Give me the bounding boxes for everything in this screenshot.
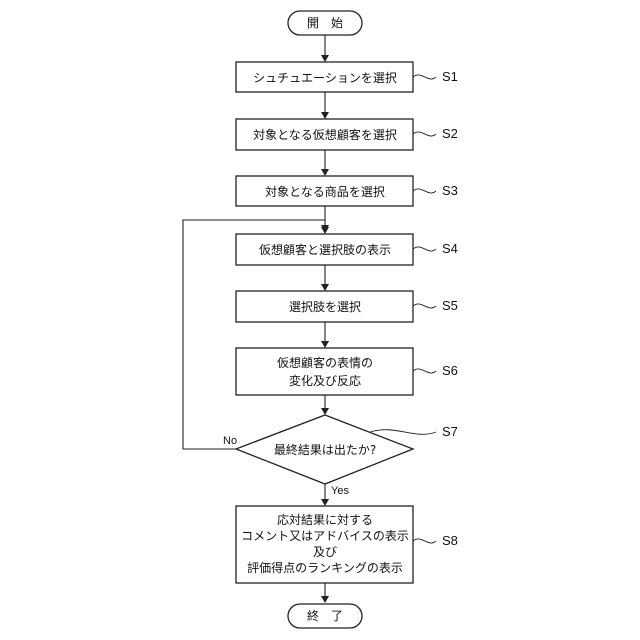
ref-label-s6: S6 [442, 363, 458, 378]
step-s4: 仮想顧客と選択肢の表示 [236, 234, 413, 265]
step-s1-line-1: シュチュエーションを選択 [253, 71, 397, 85]
step-s4-line-1: 仮想顧客と選択肢の表示 [259, 242, 391, 257]
ref-label-s1: S1 [442, 69, 458, 84]
start-label: 開 始 [307, 16, 343, 30]
ref-label-s5: S5 [442, 298, 458, 313]
leader-s1 [413, 75, 436, 79]
step-s6-line-2: 変化及び反応 [289, 373, 361, 388]
arrowhead [321, 284, 329, 291]
step-s2: 対象となる仮想顧客を選択 [236, 119, 413, 150]
step-s5: 選択肢を選択 [236, 291, 413, 322]
arrowhead [321, 596, 329, 603]
ref-label-s7: S7 [442, 424, 458, 439]
end-terminator: 終 了 [288, 604, 362, 628]
step-s6: 仮想顧客の表情の 変化及び反応 [236, 348, 413, 395]
decision-question: 最終結果は出たか? [274, 442, 376, 457]
step-s1: シュチュエーションを選択 [236, 62, 413, 92]
step-s8-line-4: 評価得点のランキングの表示 [247, 560, 403, 575]
arrowhead [321, 55, 329, 62]
arrowhead [321, 408, 329, 415]
step-s2-line-1: 対象となる仮想顧客を選択 [253, 127, 397, 142]
step-s8-line-3: 及び [313, 545, 337, 559]
step-s3: 対象となる商品を選択 [236, 176, 413, 206]
step-s8: 応対結果に対する コメント又はアドバイスの表示 及び 評価得点のランキングの表示 [236, 506, 413, 583]
leader-s5 [413, 304, 436, 308]
ref-label-s3: S3 [442, 183, 458, 198]
ref-label-s4: S4 [442, 241, 458, 256]
leader-s7 [370, 430, 436, 435]
leader-s8 [413, 539, 436, 543]
arrowhead [321, 499, 329, 506]
leader-s3 [413, 189, 436, 193]
step-s3-line-1: 対象となる商品を選択 [265, 184, 385, 199]
step-s8-line-2: コメント又はアドバイスの表示 [241, 529, 409, 543]
ref-label-s2: S2 [442, 126, 458, 141]
leader-s2 [413, 132, 436, 136]
leader-s4 [413, 247, 436, 251]
start-terminator: 開 始 [288, 11, 362, 35]
leader-s6 [413, 369, 436, 373]
no-branch-label: No [223, 435, 237, 447]
decision-s7: 最終結果は出たか? [236, 415, 413, 484]
ref-label-s8: S8 [442, 533, 458, 548]
arrowhead [321, 169, 329, 176]
arrowhead [321, 112, 329, 119]
end-label: 終 了 [307, 608, 343, 623]
step-s6-line-1: 仮想顧客の表情の [277, 355, 373, 370]
step-s5-line-1: 選択肢を選択 [289, 299, 361, 314]
yes-branch-label: Yes [331, 485, 349, 497]
step-s8-line-1: 応対結果に対する [277, 513, 373, 527]
arrowhead [321, 341, 329, 348]
